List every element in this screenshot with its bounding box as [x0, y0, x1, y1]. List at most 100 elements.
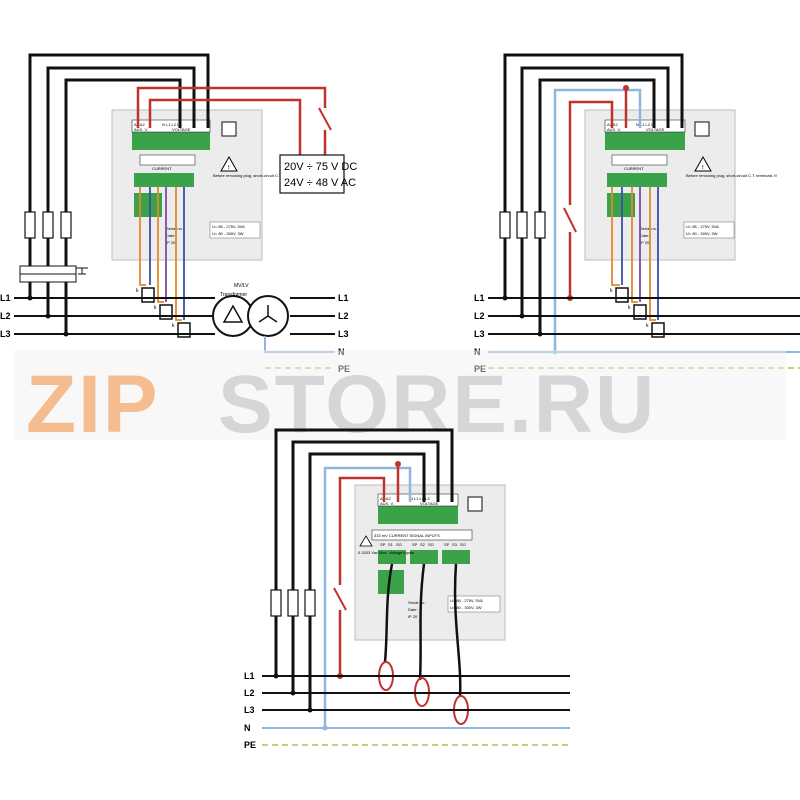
- diagram-1: A1 A2 AUX. V. N L1 L2 L3 VOLTAGE CURRENT…: [0, 53, 357, 374]
- meter-1-voltage-terminal-block: [132, 128, 210, 150]
- signal-terminal-sg-2: SG: [428, 542, 434, 547]
- diagram-1-neutral-line: [264, 336, 335, 353]
- meter-1-serial: Serial no.:: [166, 226, 184, 231]
- diagram-1-label-l1: L1: [0, 293, 11, 303]
- diagram-1-label-l2: L2: [0, 311, 11, 321]
- diagram-1-supply-box: [279, 154, 345, 194]
- meter-3-rating-1: U= 85 - 275V, 5VA: [450, 598, 483, 603]
- meter-2-current-label: CURRENT: [624, 166, 644, 171]
- meter-2-ip: IP 20: [640, 240, 650, 245]
- diagram-1-voltage-conductors: [28, 53, 210, 334]
- diagram-2-neutral-junction: [552, 349, 558, 355]
- meter-3-window: [467, 496, 483, 512]
- meter-3-date: Date:: [408, 607, 418, 612]
- diagram-1-label-l2-right: L2: [338, 311, 349, 321]
- diagram-3-label-l2: L2: [244, 688, 255, 698]
- diagram-1-supply-line-2: 24V ÷ 48 V AC: [284, 177, 356, 189]
- signal-terminal-s2: S2: [420, 542, 426, 547]
- meter-2-window: [694, 121, 710, 137]
- meter-1-current-label: CURRENT: [152, 166, 172, 171]
- meter-2-voltage-terminal-block: [605, 128, 685, 150]
- meter-2-warning-text: Before removing plug, short-circuit C.T.…: [686, 173, 777, 178]
- meter-2-rating-plate: [683, 221, 735, 239]
- diagram-1-supply-line-1: 20V ÷ 75 V DC: [284, 161, 357, 173]
- diagram-2-voltage-conductors: [503, 53, 684, 334]
- meter-3-voltage-terminals: N L1 L2 L3: [410, 496, 430, 501]
- meter-2-voltage-label: VOLTAGE: [646, 127, 665, 132]
- meter-1-window: [221, 121, 237, 137]
- meter-1-rating-2: U= 80 - 300V, 3W: [212, 231, 244, 236]
- diagram-1-aux-switch: [318, 107, 332, 131]
- meter-1-ip: IP 20: [166, 240, 176, 245]
- meter-3-ip: IP 20: [408, 614, 418, 619]
- meter-3-signal-label: 333 mV CURRENT SIGNAL INPUTS: [374, 533, 440, 538]
- meter-3-voltage-label: VOLTAGE: [420, 501, 439, 506]
- diagram-3-aux-terminal-dot: [395, 461, 401, 467]
- diagram-2-label-l2: L2: [474, 311, 485, 321]
- meter-3-warning-text: 0.3333 Vac Max. Voltage Inputs: [358, 550, 414, 555]
- diagram-1-ct-wiring: [139, 187, 185, 321]
- diagram-1-aux-supply-wiring: [136, 86, 327, 155]
- meter-2-date: Date:: [640, 233, 650, 238]
- diagram-2-ct-label-2: k: [628, 305, 631, 311]
- meter-1-rating-plate: [209, 221, 261, 239]
- meter-1-warning-icon: [220, 155, 238, 172]
- signal-terminal-s1: S1: [388, 542, 394, 547]
- diagram-2-aux-switch: [563, 207, 577, 233]
- diagram-1-bus-lines: [14, 297, 335, 335]
- meter-3-aux-terminals: A1 A2: [380, 496, 391, 501]
- signal-terminal-s3: S3: [452, 542, 458, 547]
- signal-terminal-sp-2: SP: [412, 542, 418, 547]
- diagram-1-label-n: N: [338, 347, 345, 357]
- diagram-3-aux-supply-wiring: [338, 464, 400, 676]
- diagram-3-fuses: [270, 589, 316, 617]
- meter-1-rating-1: U= 85 - 275V, 5VA: [212, 224, 245, 229]
- watermark-part-2: STORE.RU: [218, 359, 656, 450]
- diagram-3-label-l3: L3: [244, 705, 255, 715]
- diagram-1-label-pe: PE: [338, 364, 350, 374]
- watermark-part-1: ZIP: [26, 359, 160, 450]
- meter-1-warning-text: Before removing plug, short-circuit C.T.…: [213, 173, 304, 178]
- diagram-1-ct-label-3: k: [172, 323, 175, 329]
- watermark-band: [14, 350, 786, 440]
- diagram-1-ct-label-1: k: [136, 288, 139, 294]
- meter-1-current-terminal-header: [139, 154, 196, 166]
- diagram-3-aux-switch: [333, 587, 347, 611]
- diagram-2-fuses: [499, 211, 546, 239]
- diagram-1-ct-label-2: k: [154, 305, 157, 311]
- diagram-1-label-l3: L3: [0, 329, 11, 339]
- signal-terminal-sg-3: SG: [460, 542, 466, 547]
- meter-3-signal-block-2: [410, 550, 438, 564]
- meter-3-voltage-terminal-block: [378, 502, 458, 524]
- diagram-1-transformer: [212, 295, 289, 337]
- diagram-3-label-pe: PE: [244, 740, 256, 750]
- diagram-2-label-pe: PE: [474, 364, 486, 374]
- meter-1-terminal-header: [131, 119, 211, 133]
- meter-1-voltage-terminals: N L1 L2 L3: [162, 122, 182, 127]
- meter-3-serial: Serial no.:: [408, 600, 426, 605]
- meter-1-aux-terminals: A1 A2: [134, 122, 145, 127]
- diagram-3-bus-lines: [262, 675, 570, 711]
- meter-3-rating-plate: [447, 595, 501, 613]
- meter-2-current-terminal-header: [611, 154, 668, 166]
- meter-3-signal-block-3: [442, 550, 470, 564]
- diagram-3: A1 A2 AUX. V. N L1 L2 L3 VOLTAGE 333 mV …: [244, 428, 570, 750]
- meter-3-rating-2: U= 80 - 300V, 3W: [450, 605, 482, 610]
- meter-2-voltage-terminals: N L1 L2 L3: [636, 122, 656, 127]
- meter-2-aux-label: AUX. V.: [607, 127, 621, 132]
- diagram-1-junction-dots: [27, 295, 69, 337]
- diagram-3-label-l1: L1: [244, 671, 255, 681]
- diagram-1-protection-block: [19, 265, 88, 283]
- diagram-2-aux-terminal-dot: [623, 85, 629, 91]
- meter-3-aux-label: AUX. V.: [380, 501, 394, 506]
- meter-1-warning-mark: !: [228, 165, 230, 171]
- diagram-2-ct-label-1: k: [610, 288, 613, 294]
- diagram-2-label-l3: L3: [474, 329, 485, 339]
- diagram-2-label-l1: L1: [474, 293, 485, 303]
- diagram-2-junction-dots: [502, 295, 543, 337]
- meter-2-serial: Serial no.:: [640, 226, 658, 231]
- meter-2-rating-2: U= 80 - 300V, 3W: [686, 231, 718, 236]
- diagram-2-aux-supply-wiring: [568, 88, 628, 298]
- diagram-1-fuses: [24, 211, 72, 239]
